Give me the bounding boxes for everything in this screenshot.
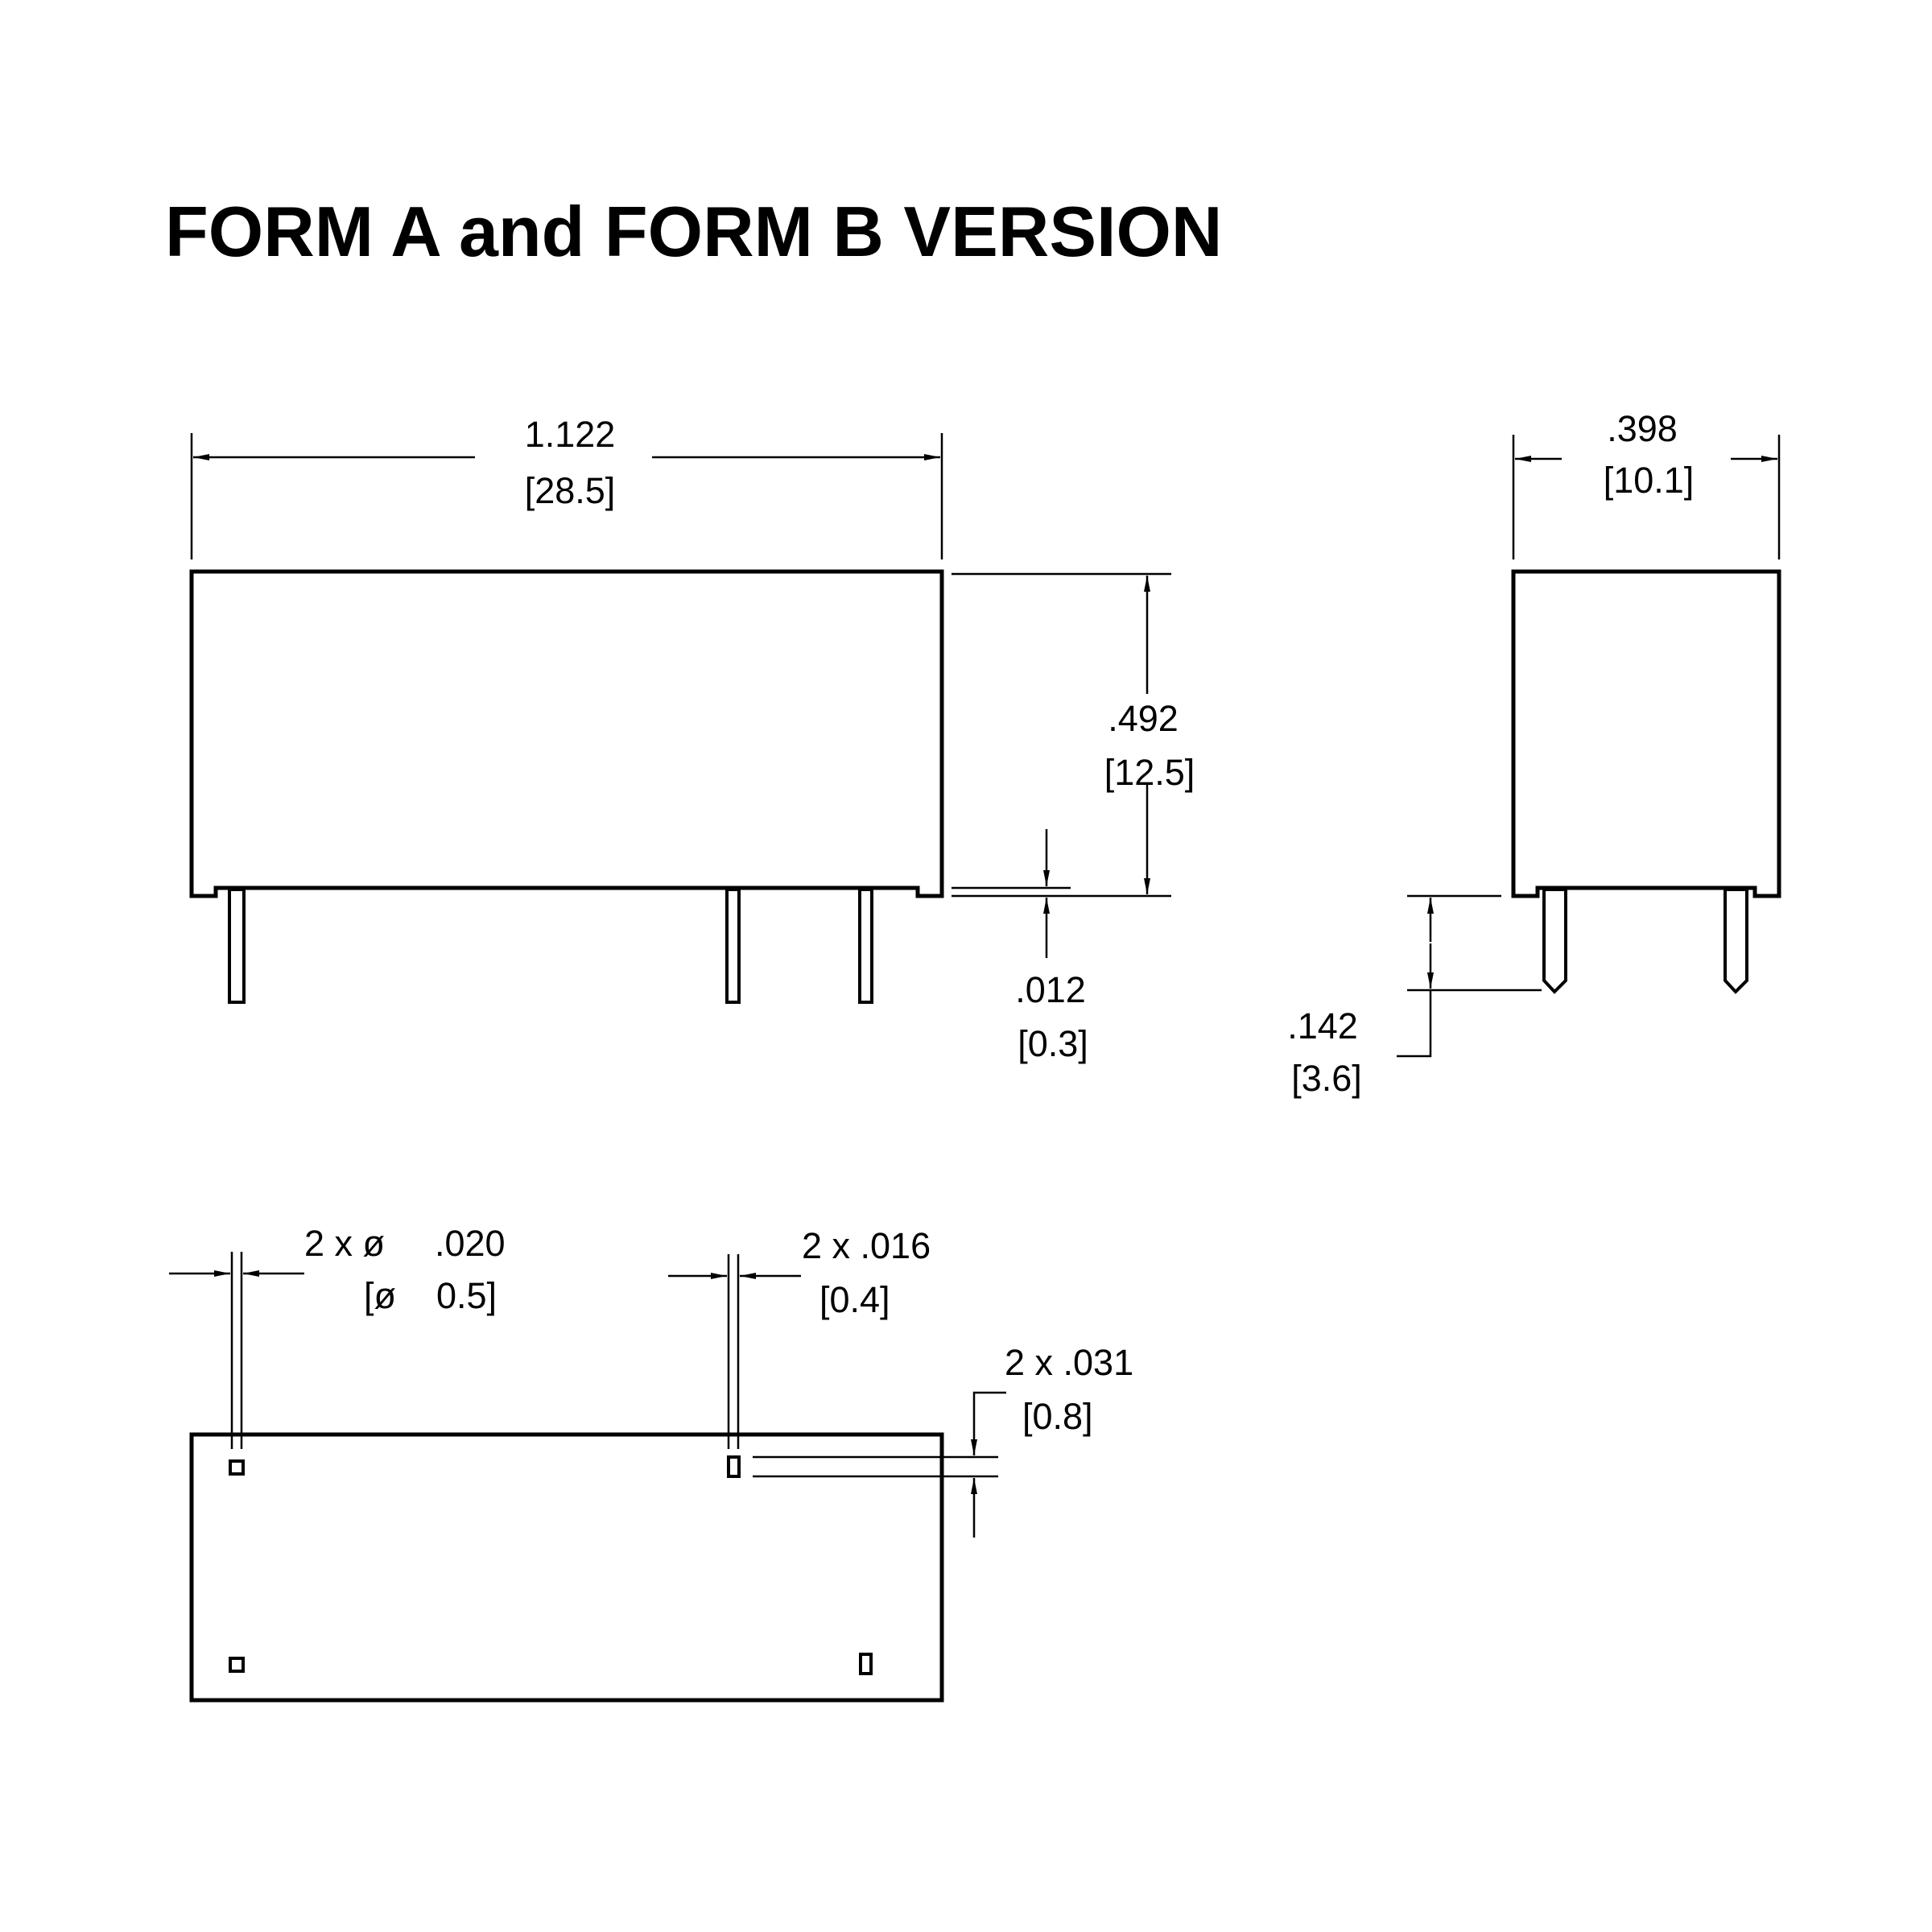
front-pin-left — [228, 888, 246, 1004]
pin-thickness-inch-label: 2 x .031 — [1005, 1342, 1133, 1383]
width-inch-label: .398 — [1607, 408, 1678, 449]
width-dimension: .398 [10.1] — [1512, 408, 1781, 559]
front-view-body — [189, 569, 944, 898]
front-pin-right — [858, 888, 873, 1004]
bottom-view-body — [189, 1432, 944, 1703]
standoff-mm-label: [0.3] — [1018, 1023, 1088, 1064]
pin-width-inch-label: 2 x .016 — [802, 1225, 931, 1266]
pin-diameter-prefix: 2 x ø — [304, 1223, 385, 1264]
standoff-inch-label: .012 — [1015, 969, 1086, 1010]
pin-length-mm-label: [3.6] — [1291, 1058, 1362, 1099]
pin-diameter-dimension: 2 x ø .020 [ø 0.5] — [169, 1223, 506, 1449]
pin-slot-bottom-right — [859, 1653, 873, 1675]
pin-thickness-dimension: 2 x .031 [0.8] — [753, 1342, 1133, 1538]
pin-length-dimension: .142 [3.6] — [1287, 894, 1542, 1099]
pin-length-inch-label: .142 — [1287, 1005, 1358, 1046]
length-mm-label: [28.5] — [525, 470, 616, 511]
height-dimension: .492 [12.5] — [952, 572, 1195, 898]
standoff-dimension: .012 [0.3] — [952, 829, 1088, 1064]
pin-diameter-mm-prefix: [ø — [364, 1275, 396, 1316]
side-view-body — [1511, 569, 1781, 898]
side-pin-right — [1724, 888, 1748, 994]
bottom-view — [189, 1432, 944, 1703]
drawing-title: FORM A and FORM B VERSION — [165, 192, 1222, 271]
front-view — [189, 569, 944, 1004]
pin-width-dimension: 2 x .016 [0.4] — [668, 1225, 931, 1449]
pin-hole-bottom-left — [229, 1657, 245, 1673]
pin-slot-top-middle — [727, 1455, 741, 1478]
pin-diameter-inch-label: .020 — [435, 1223, 506, 1264]
pin-hole-top-left — [229, 1459, 245, 1476]
height-mm-label: [12.5] — [1104, 752, 1195, 793]
pin-thickness-mm-label: [0.8] — [1022, 1396, 1093, 1437]
side-pin-left — [1542, 888, 1567, 994]
pin-diameter-mm-label: 0.5] — [436, 1275, 497, 1316]
height-inch-label: .492 — [1108, 698, 1179, 739]
length-dimension: 1.122 [28.5] — [190, 414, 943, 559]
side-view — [1511, 569, 1781, 994]
front-pin-middle — [725, 888, 741, 1004]
width-mm-label: [10.1] — [1604, 460, 1695, 501]
length-inch-label: 1.122 — [525, 414, 616, 455]
pin-width-mm-label: [0.4] — [819, 1279, 890, 1320]
